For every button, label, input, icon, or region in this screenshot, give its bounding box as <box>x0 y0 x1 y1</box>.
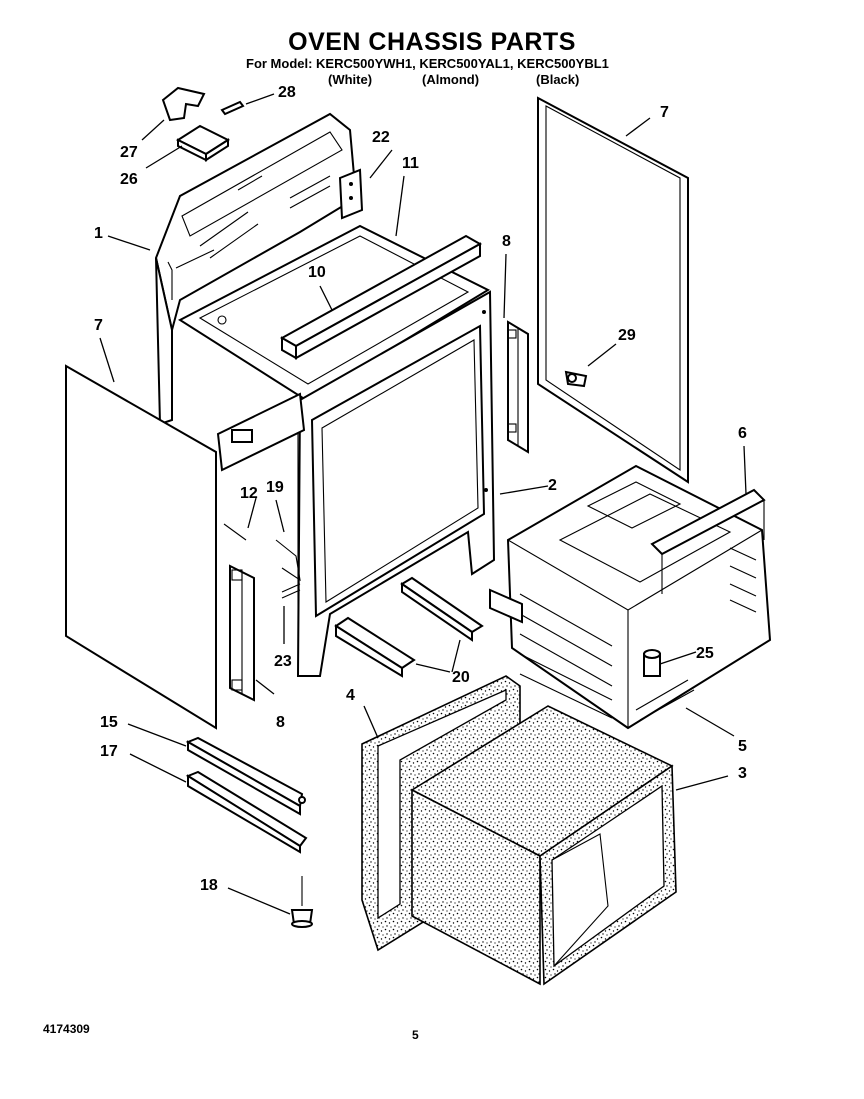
part-18-leveling-leg <box>290 876 314 928</box>
callout-4: 4 <box>346 687 355 704</box>
part-7-right-side-panel <box>537 96 689 484</box>
callout-5: 5 <box>738 738 747 755</box>
callout-27: 27 <box>120 144 138 161</box>
callout-2: 2 <box>548 477 557 494</box>
part-8-left-bracket <box>229 564 255 702</box>
callout-7-right: 7 <box>660 104 669 121</box>
part-20-bottom-bracket-a <box>400 576 484 642</box>
callout-18: 18 <box>200 877 218 894</box>
callout-19: 19 <box>266 479 284 496</box>
page-number: 5 <box>412 1028 419 1042</box>
callout-25: 25 <box>696 645 714 662</box>
callout-8-left: 8 <box>276 714 285 731</box>
callout-6: 6 <box>738 425 747 442</box>
page-title: OVEN CHASSIS PARTS <box>288 28 576 56</box>
callout-labels: 28 27 26 7 1 22 11 8 10 29 7 6 2 12 19 2… <box>94 84 747 894</box>
callout-26: 26 <box>120 171 138 188</box>
part-15-rail <box>185 736 306 816</box>
callout-10: 10 <box>308 264 326 281</box>
callout-1: 1 <box>94 225 103 242</box>
part-12-19-components <box>216 392 306 599</box>
callout-3: 3 <box>738 765 747 782</box>
callout-7-left: 7 <box>94 317 103 334</box>
part-8-right-bracket <box>507 320 529 454</box>
callout-22: 22 <box>372 129 390 146</box>
part-17-rail <box>185 770 308 854</box>
callout-12: 12 <box>240 485 258 502</box>
part-29-screw <box>564 370 588 388</box>
model-list: For Model: KERC500YWH1, KERC500YAL1, KER… <box>246 56 609 71</box>
part-20-bottom-bracket-b <box>334 616 416 678</box>
callout-29: 29 <box>618 327 636 344</box>
callout-28: 28 <box>278 84 296 101</box>
document-number: 4174309 <box>43 1022 90 1036</box>
part-26-pad <box>175 124 231 162</box>
part-27-clip <box>161 86 206 122</box>
callout-15: 15 <box>100 714 118 731</box>
callout-11: 11 <box>402 155 419 172</box>
part-2-front-frame <box>296 290 496 677</box>
callout-23: 23 <box>274 653 292 670</box>
callout-17: 17 <box>100 743 118 760</box>
callout-8-right: 8 <box>502 233 511 250</box>
color-almond: (Almond) <box>422 72 480 87</box>
part-3-insulation-box <box>410 705 677 986</box>
leader-lines <box>99 93 747 915</box>
color-white: (White) <box>328 72 373 87</box>
part-28-strip <box>220 100 245 116</box>
callout-20: 20 <box>452 669 470 686</box>
part-25-light-socket <box>643 649 661 677</box>
part-22-bracket <box>338 168 364 220</box>
part-10-cross-brace <box>279 234 483 360</box>
part-6-rack <box>650 488 766 613</box>
part-7-left-side-panel <box>65 364 217 730</box>
color-black: (Black) <box>536 72 580 87</box>
